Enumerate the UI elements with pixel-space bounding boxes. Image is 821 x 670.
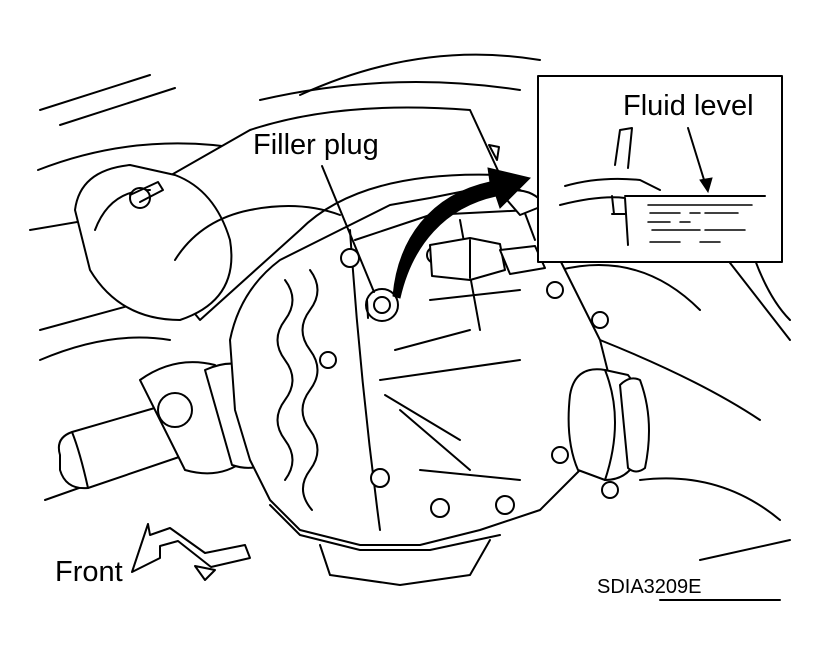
filler-plug-leader-line: [321, 165, 375, 293]
exhaust-pipe: [74, 106, 501, 321]
housing-bolts: [319, 246, 619, 518]
front-label: Front: [55, 556, 123, 588]
fluid-level-inset: [537, 75, 783, 263]
front-direction-arrow-icon: [131, 523, 251, 581]
vehicle-frame: [29, 53, 791, 601]
fluid-level-label: Fluid level: [623, 90, 754, 122]
filler-plug: [365, 288, 399, 322]
figure-code: SDIA3209E: [597, 576, 702, 598]
rear-output-flange: [567, 368, 650, 481]
filler-plug-label: Filler plug: [253, 129, 379, 161]
callout-arrow-icon: [392, 144, 531, 299]
